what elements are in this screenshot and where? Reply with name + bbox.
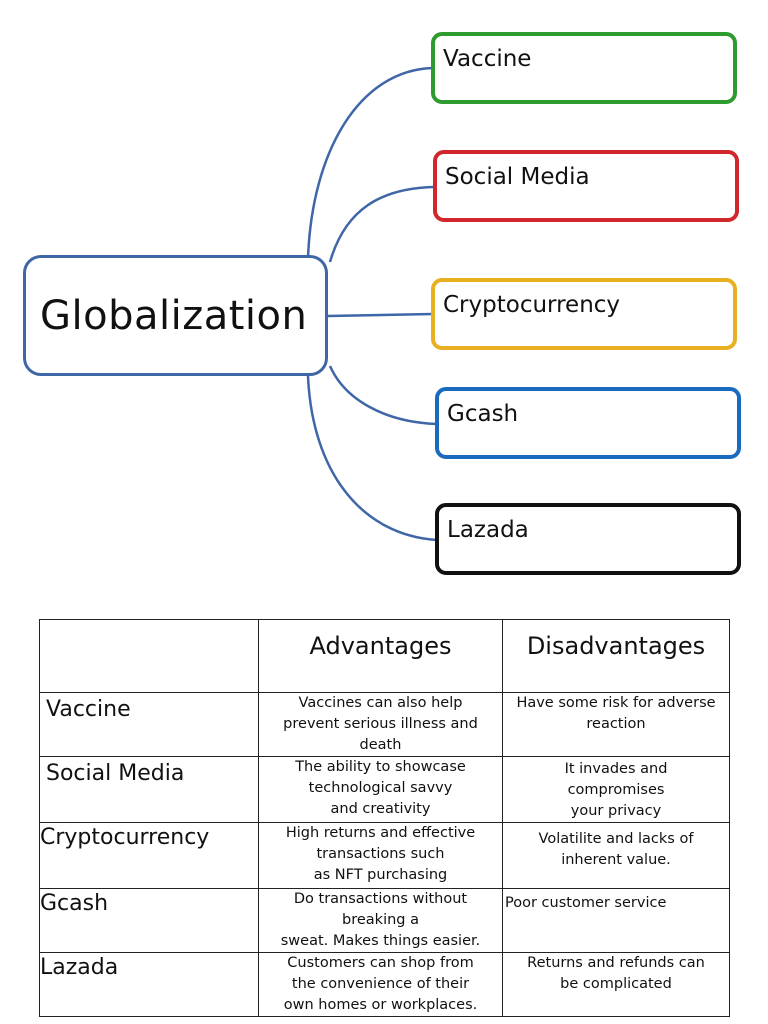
table-row: Cryptocurrency High returns and effectiv… (39, 822, 730, 889)
topic-node-cryptocurrency: Cryptocurrency (431, 278, 737, 350)
topic-label: Lazada (447, 517, 529, 543)
central-node-label: Globalization (40, 292, 308, 339)
connector-cryptocurrency (327, 312, 434, 318)
row-label: Lazada (39, 952, 259, 1017)
topic-label: Gcash (447, 401, 519, 427)
central-node: Globalization (23, 255, 328, 376)
topic-node-vaccine: Vaccine (431, 32, 737, 104)
topic-node-lazada: Lazada (435, 503, 741, 575)
disadvantage-cell: Have some risk for adverse reaction (502, 692, 730, 757)
row-label: Social Media (39, 756, 259, 823)
disadvantage-cell: Poor customer service (502, 888, 730, 953)
topic-label: Social Media (445, 164, 590, 190)
header-cell-empty (39, 619, 259, 693)
connector-lazada (306, 375, 438, 542)
connector-social-media (328, 185, 436, 263)
advantage-cell: The ability to showcase technological sa… (258, 756, 503, 823)
topic-node-social-media: Social Media (433, 150, 739, 222)
row-label: Vaccine (39, 692, 259, 757)
disadvantage-cell: Volatilite and lacks of inherent value. (502, 822, 730, 889)
topic-node-gcash: Gcash (435, 387, 741, 459)
header-advantages: Advantages (258, 619, 503, 693)
disadvantage-cell: Returns and refunds can be complicated (502, 952, 730, 1017)
table-header-row: Advantages Disadvantages (39, 619, 730, 693)
table-row: Gcash Do transactions without breaking a… (39, 888, 730, 953)
pros-cons-table: Advantages Disadvantages Vaccine Vaccine… (39, 619, 730, 1017)
topic-label: Cryptocurrency (443, 292, 621, 318)
advantage-cell: Vaccines can also help prevent serious i… (258, 692, 503, 757)
advantage-cell: Do transactions without breaking a sweat… (258, 888, 503, 953)
table-row: Social Media The ability to showcase tec… (39, 756, 730, 823)
advantage-cell: Customers can shop from the convenience … (258, 952, 503, 1017)
table-row: Vaccine Vaccines can also help prevent s… (39, 692, 730, 757)
table-row: Lazada Customers can shop from the conve… (39, 952, 730, 1017)
row-label: Cryptocurrency (39, 822, 259, 889)
disadvantage-cell: It invades and compromises your privacy (502, 756, 730, 823)
connector-gcash (328, 365, 438, 426)
advantage-cell: High returns and effective transactions … (258, 822, 503, 889)
topic-label: Vaccine (443, 46, 532, 72)
row-label: Gcash (39, 888, 259, 953)
connector-vaccine (306, 66, 434, 259)
mind-map-connectors (306, 66, 438, 542)
header-disadvantages: Disadvantages (502, 619, 730, 693)
